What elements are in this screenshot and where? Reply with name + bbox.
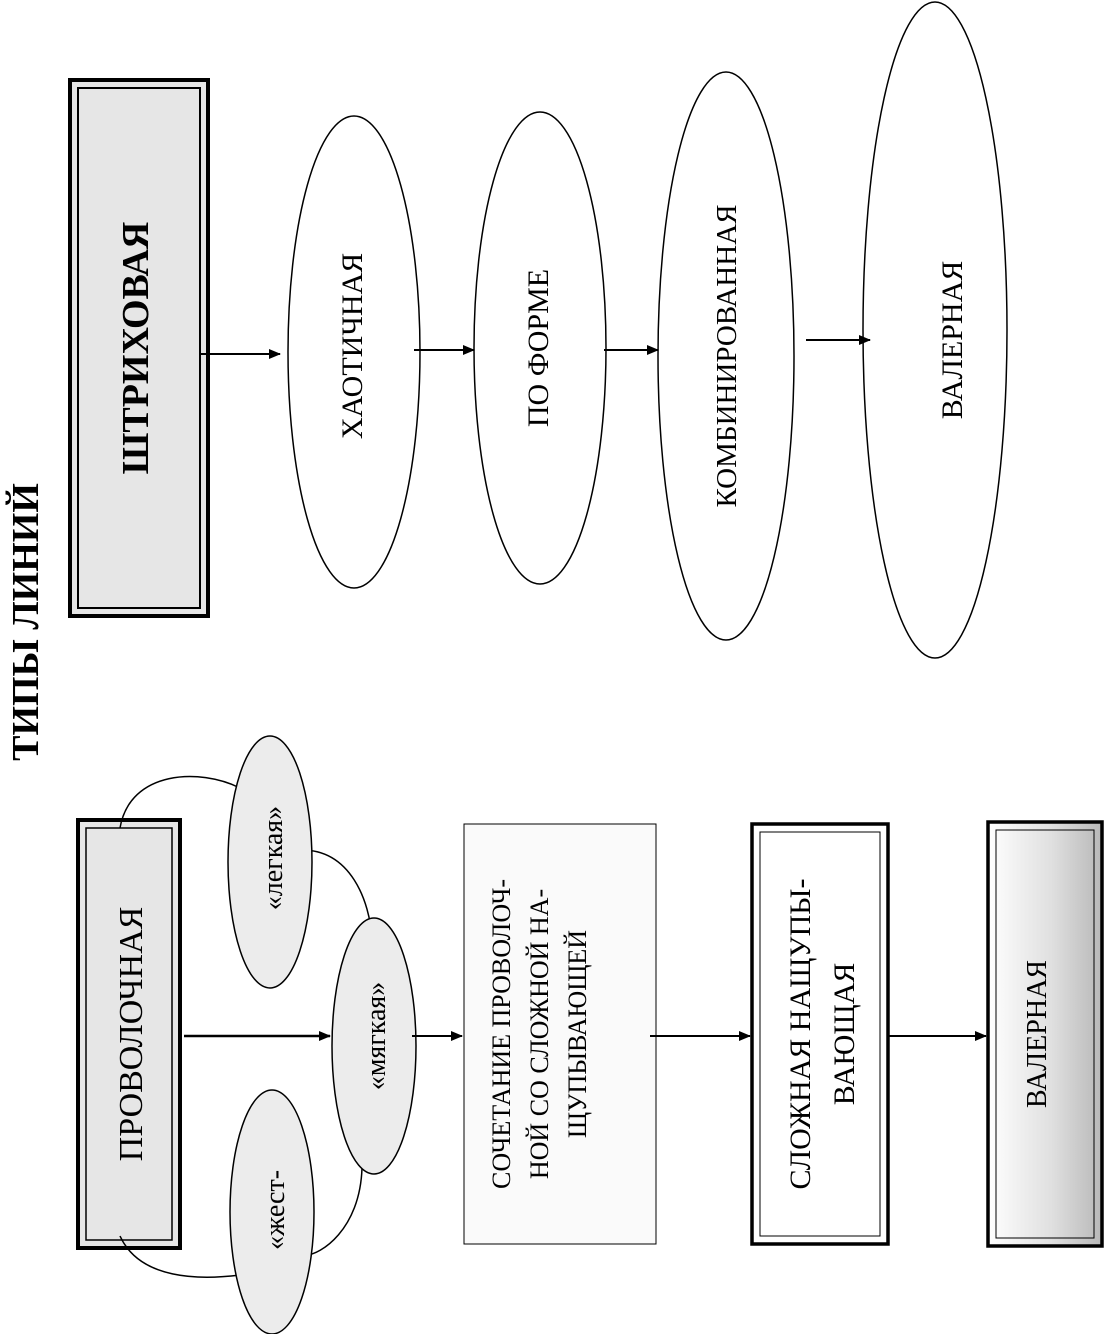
hatch-step-chaotic: ХАОТИЧНАЯ — [287, 115, 421, 589]
wire-variant-soft: «мягкая» — [331, 917, 417, 1175]
connector-curve — [119, 775, 241, 829]
wire-combo-line-2: НОЙ СО СЛОЖНОЙ НА- — [525, 889, 554, 1179]
wire-heading: ПРОВОЛОЧНАЯ — [113, 907, 150, 1162]
wire-combo-line-1: СОЧЕТАНИЕ ПРОВОЛОЧ- — [487, 879, 516, 1189]
hatch-step-by-form: ПО ФОРМЕ — [473, 111, 607, 585]
wire-variant-label: «легкая» — [258, 806, 289, 910]
hatch-step-label: КОМБИНИРОВАННАЯ — [711, 205, 743, 508]
wire-variant-label: «жест- — [260, 1170, 291, 1250]
wire-valer-label: ВАЛЕРНАЯ — [1022, 960, 1053, 1108]
wire-complex-line-2: ВАЮЩАЯ — [828, 963, 861, 1106]
hatch-heading-box: ШТРИХОВАЯ — [68, 78, 210, 618]
wire-complex-line-1: СЛОЖНАЯ НАЩУПЫ- — [784, 879, 817, 1190]
hatch-step-valer: ВАЛЕРНАЯ — [862, 1, 1008, 659]
hatch-step-combined: КОМБИНИРОВАННАЯ — [657, 71, 795, 641]
wire-combo-line-3: ЩУПЫВАЮЩЕЙ — [563, 930, 592, 1138]
hatch-step-label: ПО ФОРМЕ — [522, 269, 555, 427]
connector-curve — [119, 1235, 241, 1278]
wire-valer-box: ВАЛЕРНАЯ — [986, 820, 1104, 1248]
wire-variant-light: «легкая» — [227, 735, 313, 989]
wire-variant-hard: «жест- — [229, 1089, 315, 1334]
hatch-step-label: ВАЛЕРНАЯ — [936, 261, 969, 419]
wire-complex-box: СЛОЖНАЯ НАЩУПЫ- ВАЮЩАЯ — [750, 822, 890, 1246]
wire-combo-box: СОЧЕТАНИЕ ПРОВОЛОЧ- НОЙ СО СЛОЖНОЙ НА- Щ… — [463, 823, 657, 1245]
hatch-step-label: ХАОТИЧНАЯ — [336, 253, 369, 439]
wire-variant-label: «мягкая» — [361, 982, 392, 1091]
hatch-heading: ШТРИХОВАЯ — [115, 222, 157, 475]
wire-heading-box: ПРОВОЛОЧНАЯ — [76, 818, 182, 1250]
page-title: ТИПЫ ЛИНИЙ — [5, 483, 47, 761]
